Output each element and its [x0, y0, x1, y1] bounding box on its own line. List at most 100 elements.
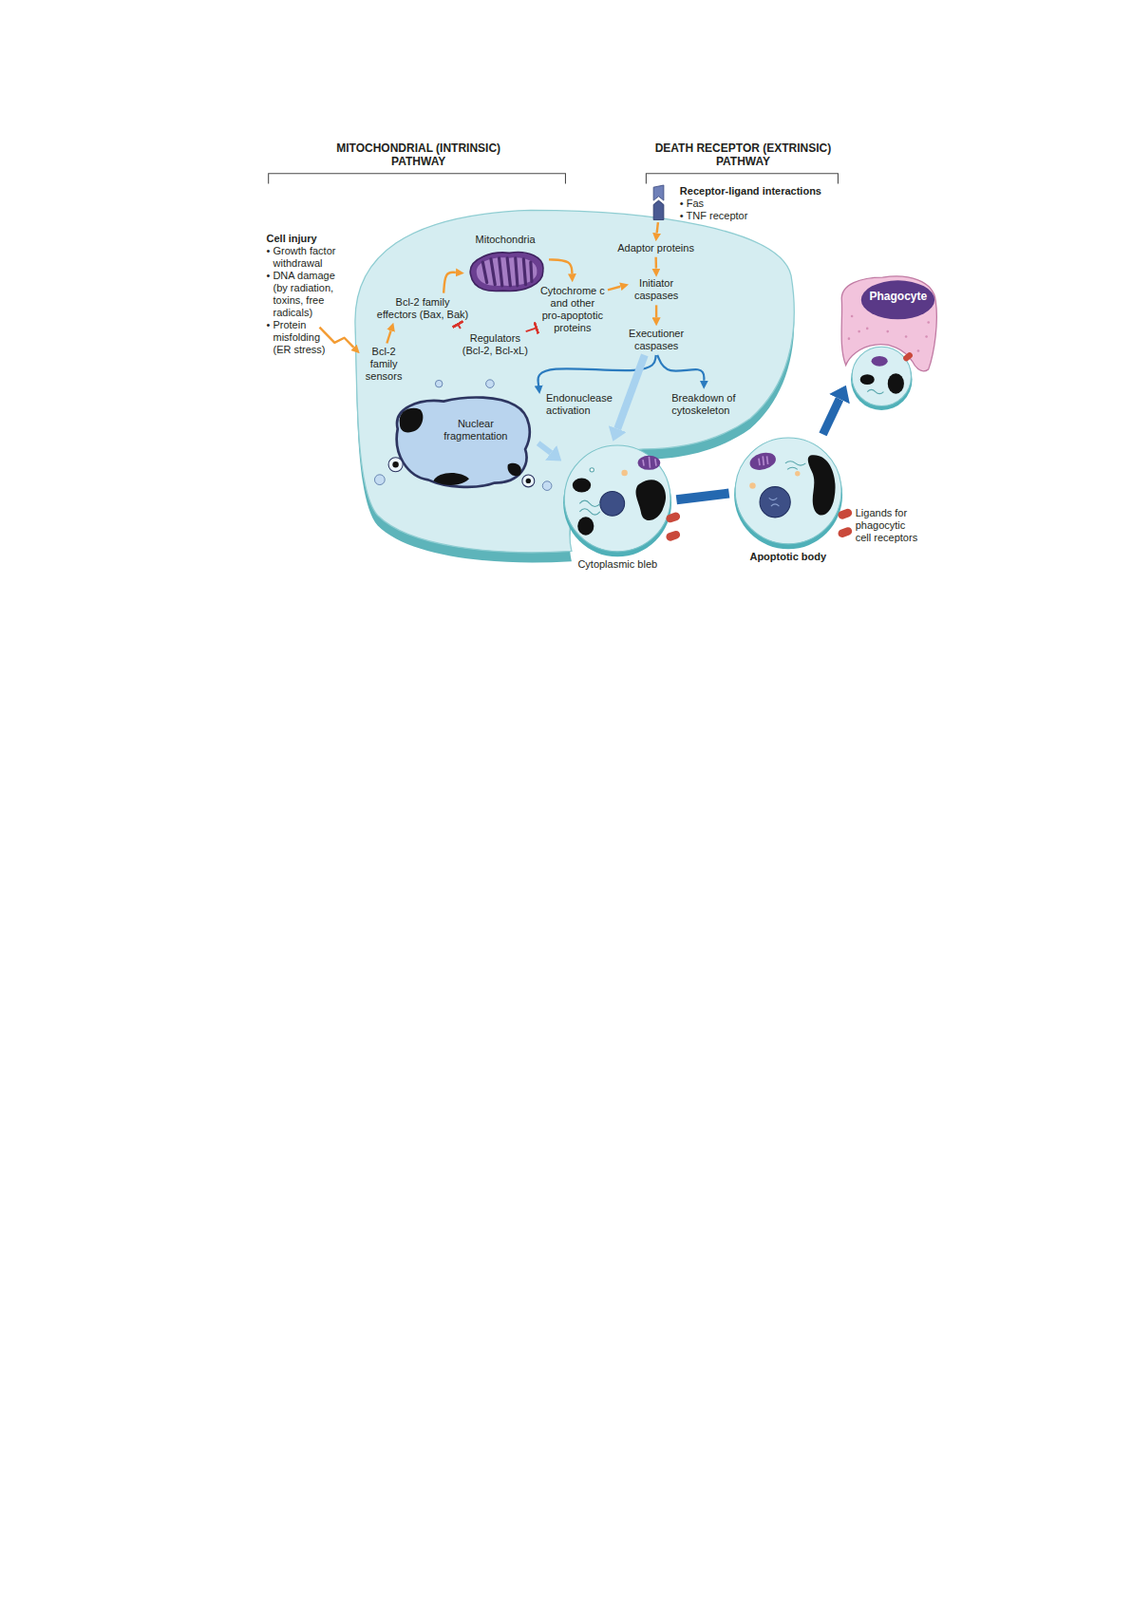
illustration-part: [867, 390, 885, 395]
inhibition-line: [526, 327, 537, 332]
illustration-part: [807, 454, 835, 515]
illustration-part: [887, 373, 905, 394]
process-label: Endonuclease activation: [546, 392, 618, 417]
illustration-part: [848, 338, 851, 341]
sensor-label: Bcl-2 family sensors: [360, 345, 406, 383]
node-text: Breakdown of cytoskeleton: [671, 392, 743, 417]
illustration-part: [758, 455, 769, 466]
blebbing-arrow: [617, 355, 645, 430]
illustration-part: [589, 467, 594, 472]
illustration-part: [399, 408, 424, 434]
illustration-part: [850, 315, 854, 319]
node-text: Bcl-2 family sensors: [360, 345, 406, 383]
illustration-part: [905, 335, 908, 339]
flow-arrow: [386, 330, 391, 343]
node-text: Cytoplasmic bleb: [577, 558, 658, 571]
node-text: • Fas: [679, 197, 822, 210]
illustration-part: [749, 482, 755, 489]
blebbing-arrow: [538, 443, 551, 453]
mitochondrion-shape: [464, 247, 547, 294]
caspase-label: Executioner caspases: [621, 327, 693, 353]
illustration-part: [638, 454, 661, 470]
illustration-part: [636, 479, 667, 521]
illustration-part: [768, 497, 779, 507]
pathway-bracket: [645, 173, 838, 185]
nucleus: Nuclear fragmentation: [387, 393, 536, 491]
node-text: Adaptor proteins: [612, 242, 699, 255]
pathway-heading: MITOCHONDRIAL (INTRINSIC) PATHWAY: [323, 141, 514, 169]
illustration-part: [393, 461, 399, 468]
illustration-part: [927, 320, 931, 324]
illustration-part: [433, 472, 471, 486]
illustration-part: [396, 396, 530, 487]
process-label: Breakdown of cytoskeleton: [671, 392, 743, 417]
illustration-part: [735, 437, 842, 545]
death-receptor-shape: [651, 185, 666, 221]
vesicle: [374, 474, 385, 486]
node-text: • TNF receptor: [679, 209, 822, 223]
node-text: Executioner caspases: [621, 327, 693, 353]
illustration-part: [794, 471, 800, 476]
illustration-part: [526, 478, 531, 484]
node-text: Regulators (Bcl-2, Bcl-xL): [459, 332, 531, 358]
text-column: Receptor-ligand interactions• Fas• TNF r…: [679, 185, 822, 223]
node-text: Endonuclease activation: [546, 392, 618, 417]
illustration-part: [580, 500, 601, 515]
illustration-part: [600, 490, 625, 516]
flow-arrow: [654, 257, 658, 269]
illustration-part: [572, 477, 591, 492]
flow-arrow: [443, 272, 456, 294]
illustration-part: [508, 463, 522, 476]
flow-arrow: [657, 222, 659, 233]
illustration-part: [564, 445, 671, 552]
cell-body: [355, 209, 794, 552]
vesicle: [434, 379, 443, 388]
illustration-part: [836, 526, 853, 539]
node-text: Apoptotic body: [749, 550, 827, 564]
apoptotic-body-shape: [732, 436, 845, 549]
illustration-part: [664, 510, 681, 524]
phagocyte: Phagocyte: [836, 275, 939, 383]
illustration-part: [389, 457, 404, 472]
illustration-part: [836, 508, 853, 540]
illustration-part: [747, 450, 777, 473]
illustration-part: [664, 528, 681, 542]
illustration-part: [851, 346, 911, 406]
illustration-part: [642, 455, 657, 468]
regulator-label: Regulators (Bcl-2, Bcl-xL): [459, 332, 531, 358]
illustration-part: [858, 330, 862, 334]
caspase-effect-arrow: [657, 355, 704, 381]
illustration-part: [925, 335, 929, 339]
apoptotic-body: Apoptotic body: [732, 436, 845, 564]
illustration-part: [664, 510, 681, 543]
callout-label: Ligands for phagocytic cell receptors: [855, 507, 923, 545]
illustration-part: [917, 349, 921, 353]
adaptor-label: Adaptor proteins: [612, 242, 699, 255]
effector-label: Bcl-2 family effectors (Bax, Bak): [375, 296, 471, 321]
node-text: Mitochondria: [475, 233, 536, 246]
label-holder: Ligands for phagocytic cell receptors: [855, 507, 923, 545]
illustration-part: [622, 469, 628, 475]
caspase-label: Initiator caspases: [630, 277, 682, 302]
illustration-part: [482, 258, 532, 286]
pathway-bracket: [268, 173, 566, 185]
node-text: • DNA damage (by radiation, toxins, free…: [266, 269, 341, 320]
pathway-heading: DEATH RECEPTOR (EXTRINSIC) PATHWAY: [642, 141, 844, 169]
node-text: Nuclear fragmentation: [438, 417, 512, 443]
illustration-part: [860, 374, 875, 385]
node-text: Bcl-2 family effectors (Bax, Bak): [375, 296, 471, 321]
illustration-part: [577, 516, 594, 535]
flow-arrow: [655, 304, 658, 318]
illustration-part: [836, 508, 853, 521]
injury-list: Cell injury• Growth factor withdrawal• D…: [266, 232, 341, 357]
node-text: Receptor-ligand interactions: [679, 185, 822, 198]
death-receptor: Receptor-ligand interactions• Fas• TNF r…: [651, 185, 822, 223]
illustration-part: [785, 461, 806, 471]
illustration-part: [522, 474, 535, 488]
illustration-part: [886, 330, 890, 334]
node-text: Cytochrome c and other pro-apoptotic pro…: [540, 284, 606, 335]
node-text: Phagocyte: [847, 289, 949, 303]
